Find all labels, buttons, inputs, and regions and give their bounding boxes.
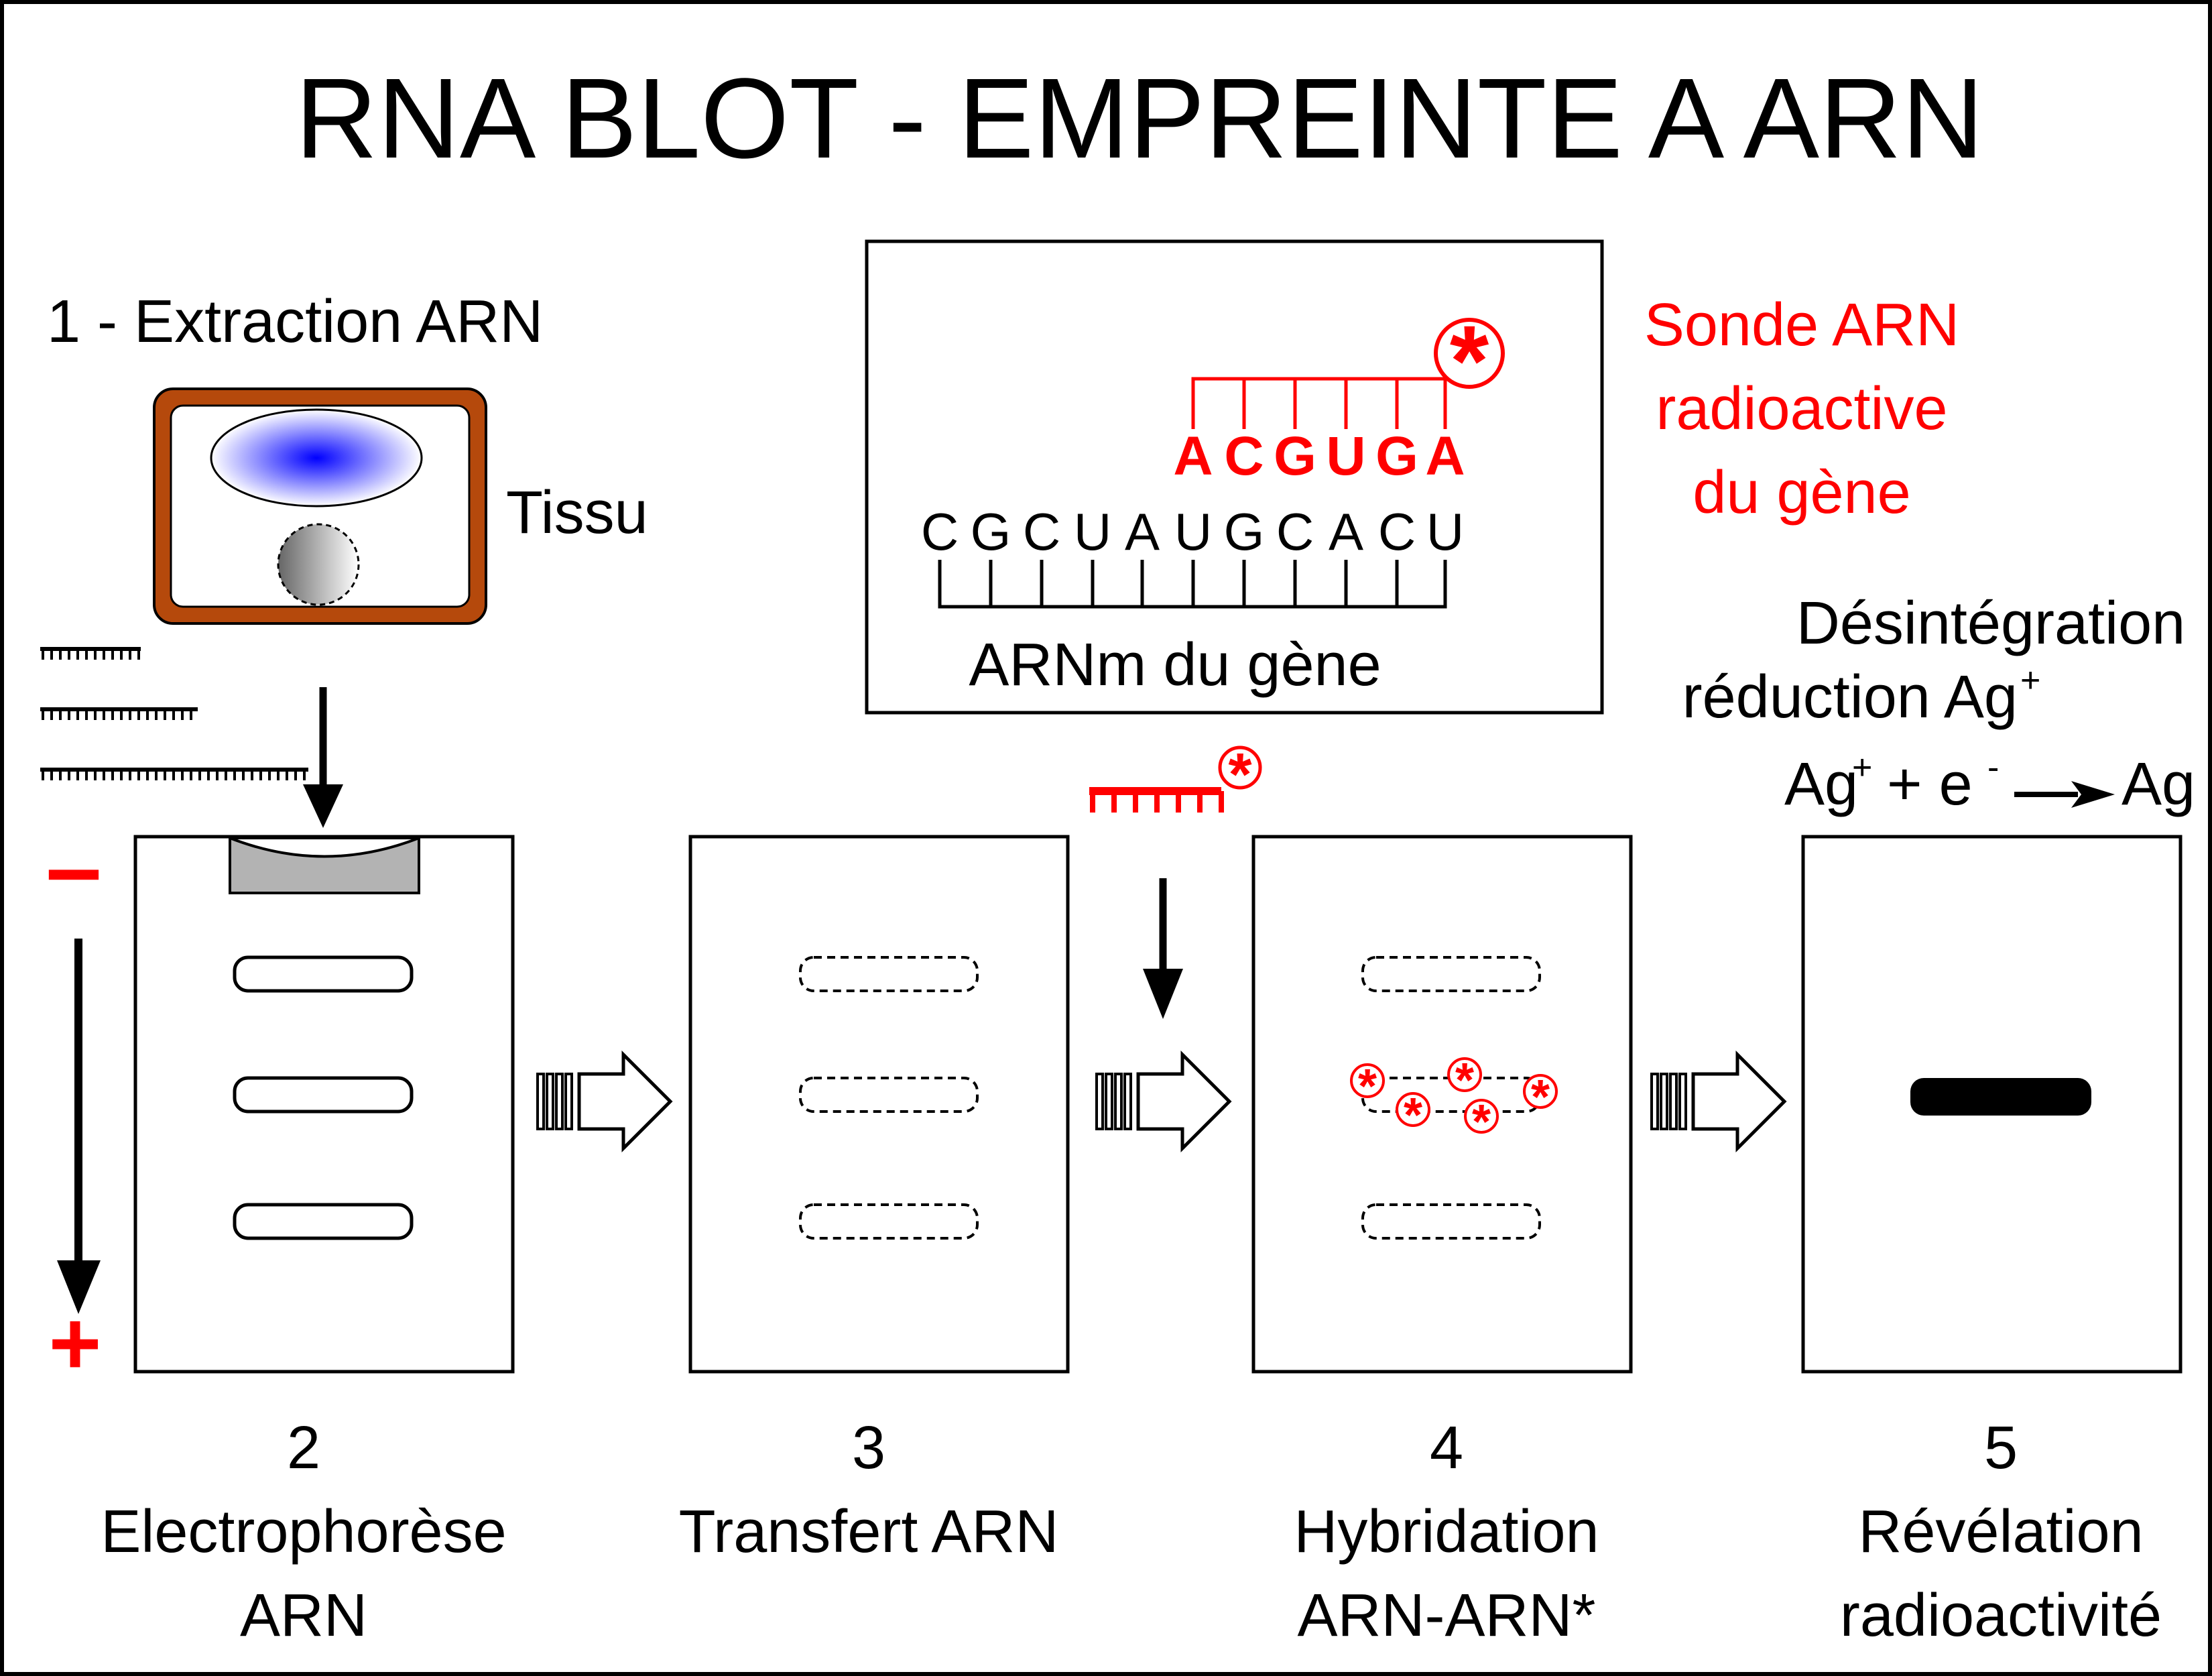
probe-base-5: G: [1375, 426, 1418, 487]
svg-text:*: *: [1228, 741, 1251, 809]
equation-e-sup: -: [1987, 748, 1999, 787]
probe-base-2: C: [1224, 426, 1264, 487]
mrna-base-5: A: [1125, 502, 1160, 561]
mrna-base-9: A: [1329, 502, 1363, 561]
revealed-band: [1910, 1078, 2091, 1116]
step1-label: 1 - Extraction ARN: [47, 288, 543, 355]
probe-label-line2: radioactive: [1656, 375, 1947, 442]
hybrid-mark-3: *: [1396, 1089, 1430, 1142]
svg-text:*: *: [1472, 1095, 1491, 1149]
migration-arrow: [57, 939, 101, 1314]
mrna-base-2: G: [971, 502, 1011, 561]
process-arrow-3-4: [1095, 1050, 1232, 1153]
hybrid-mark-4: *: [1464, 1095, 1499, 1149]
probe-base-6: A: [1425, 426, 1465, 487]
rna-fragment-2: [40, 707, 198, 720]
tissue-label: Tissu: [506, 479, 648, 546]
revelation-line2-sup: +: [2020, 661, 2040, 700]
gel-band-3: [233, 1203, 414, 1240]
mrna-base-8: C: [1276, 502, 1314, 561]
probe-label-line3: du gène: [1693, 459, 1910, 526]
probe-arrow: [1143, 878, 1183, 1019]
step2-number: 2: [287, 1415, 320, 1482]
gel-well-meniscus: [229, 837, 420, 858]
rna-fragment-1: [40, 647, 141, 660]
step2-line2: ARN: [240, 1582, 367, 1649]
probe-base-4: U: [1326, 426, 1365, 487]
svg-text:*: *: [1531, 1071, 1550, 1124]
mrna-base-10: C: [1378, 502, 1416, 561]
hybrid-band-1: [1361, 956, 1541, 992]
step2-line1: Electrophorèse: [101, 1498, 506, 1565]
transfer-band-3: [799, 1203, 979, 1240]
equation-ag-sup: +: [1852, 748, 1872, 787]
hybrid-band-3: [1361, 1203, 1541, 1240]
step4-line2: ARN-ARN*: [1297, 1582, 1595, 1649]
equation-ag: Ag: [1784, 751, 1858, 818]
membrane-transfer: [688, 835, 1070, 1374]
process-arrow-4-5: [1650, 1050, 1787, 1153]
svg-text:*: *: [1450, 304, 1489, 417]
revelation-line2: réduction Ag: [1682, 664, 2018, 731]
step4-number: 4: [1430, 1415, 1463, 1482]
gel-band-1: [233, 955, 414, 993]
page-title: RNA BLOT - EMPREINTE A ARN: [295, 55, 1983, 182]
mrna-base-11: U: [1426, 502, 1464, 561]
mrna-base-1: C: [921, 502, 959, 561]
probe-radioactive-mark: *: [1434, 304, 1505, 417]
rna-fragments: [40, 647, 308, 780]
rna-fragment-3: [40, 768, 308, 780]
svg-text:*: *: [1455, 1054, 1474, 1108]
step4-line1: Hybridation: [1294, 1498, 1599, 1565]
vacuole: [277, 523, 360, 606]
autoradiography-film: [1801, 835, 2183, 1374]
tissue-cell: [153, 387, 487, 625]
mrna-base-3: C: [1023, 502, 1060, 561]
probe-comb: *: [1089, 741, 1262, 813]
mrna-label: ARNm du gène: [969, 632, 1381, 699]
nucleus: [210, 408, 423, 507]
step5-number: 5: [1984, 1415, 2018, 1482]
mrna-base-7: G: [1224, 502, 1265, 561]
step5-line1: Révélation: [1858, 1498, 2143, 1565]
step3-line1: Transfert ARN: [679, 1498, 1059, 1565]
probe-base-3: G: [1274, 426, 1316, 487]
hybrid-radioactive-marks: *****: [1350, 1054, 1558, 1149]
transfer-band-1: [799, 956, 979, 992]
loading-arrow: [303, 687, 343, 828]
inset-box: [865, 239, 1604, 715]
hybrid-mark-2: *: [1447, 1054, 1482, 1108]
hybrid-mark-1: *: [1350, 1060, 1385, 1114]
mrna-base-4: U: [1074, 502, 1111, 561]
equation-result: Ag: [2122, 751, 2195, 818]
step5-line2: radioactivité: [1840, 1582, 2162, 1649]
probe-label-line1: Sonde ARN: [1644, 292, 1959, 359]
svg-text:*: *: [1358, 1060, 1377, 1114]
reaction-arrow: [2014, 781, 2115, 808]
equation-plus-e: + e: [1870, 751, 1973, 818]
hybrid-mark-5: *: [1523, 1071, 1558, 1124]
gel-band-2: [233, 1076, 414, 1114]
svg-text:*: *: [1404, 1089, 1422, 1142]
negative-electrode: –: [46, 811, 101, 923]
membrane-hybridization: [1251, 835, 1633, 1374]
probe-base-1: A: [1173, 426, 1213, 487]
revelation-line1: Désintégration: [1796, 590, 2185, 657]
transfer-band-2: [799, 1077, 979, 1113]
positive-electrode: +: [49, 1293, 102, 1394]
mrna-base-6: U: [1174, 502, 1212, 561]
step3-number: 3: [852, 1415, 885, 1482]
process-arrow-2-3: [536, 1050, 673, 1153]
